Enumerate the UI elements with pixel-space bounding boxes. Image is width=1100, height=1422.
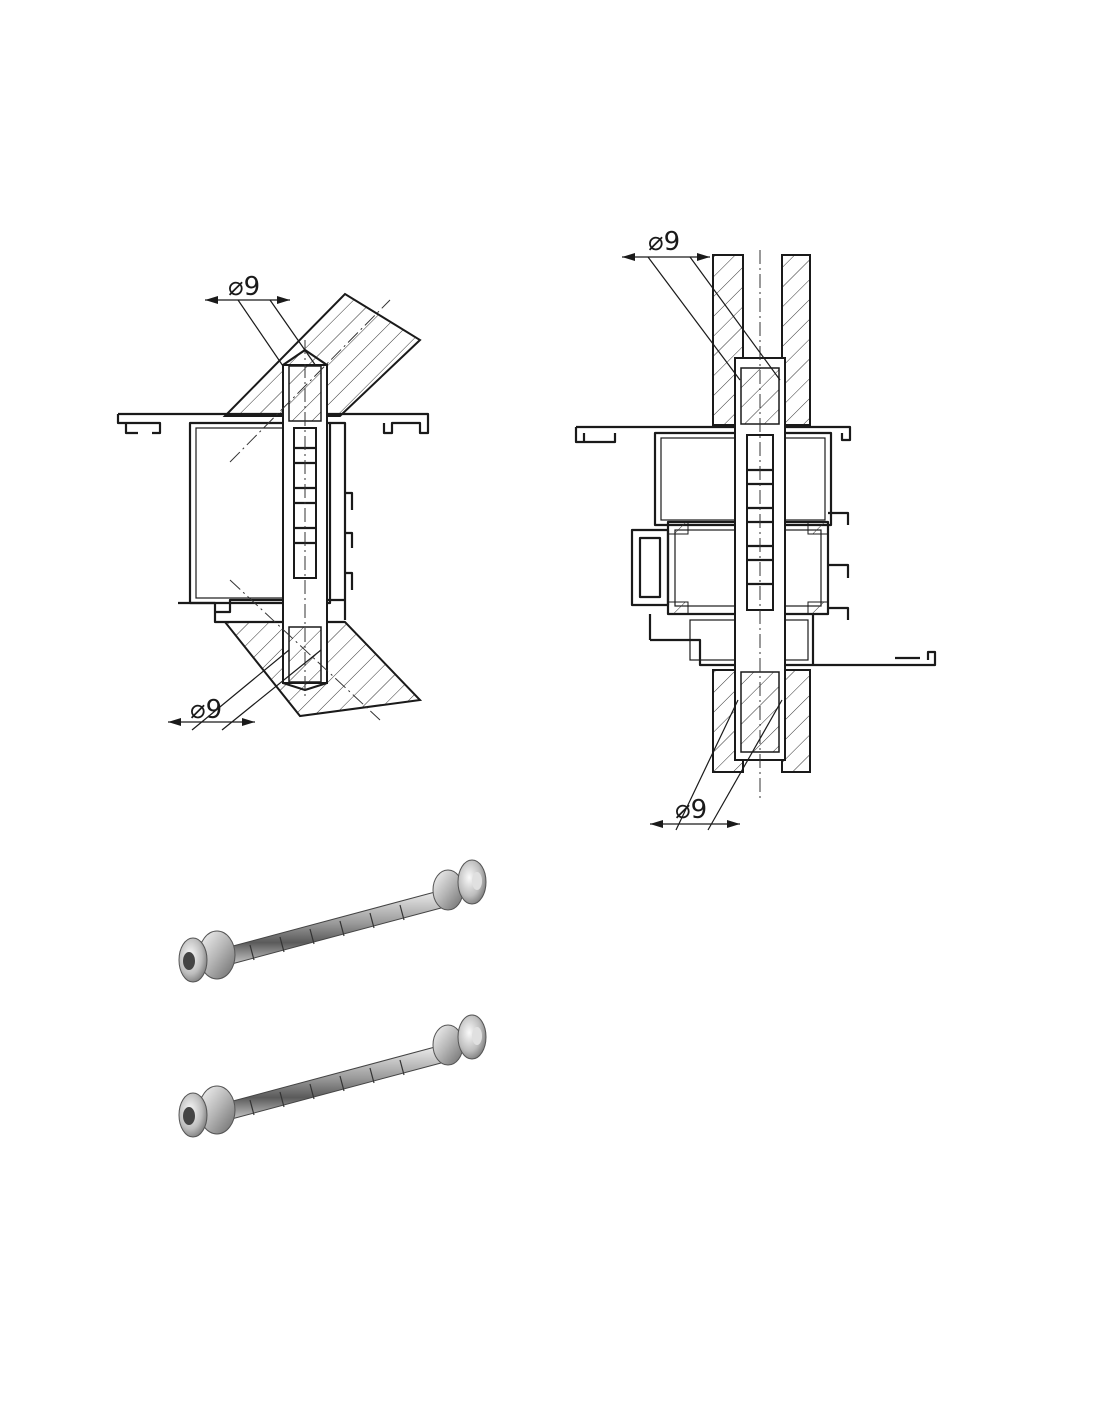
right-dimension-bottom: ⌀9: [650, 699, 783, 831]
right-dimension-bottom-label: ⌀9: [675, 795, 707, 825]
right-dimension-top: ⌀9: [622, 227, 781, 381]
left-dimension-top: ⌀9: [205, 272, 317, 367]
right-lower-member-right: [781, 669, 811, 773]
left-section-drawing: ⌀9 ⌀9: [116, 272, 430, 731]
right-lower-chamber: [648, 614, 937, 667]
left-dimension-bottom: ⌀9: [168, 649, 322, 731]
threaded-rod-with-nuts-2: [178, 1014, 487, 1138]
right-comb-fins: [828, 511, 850, 620]
threaded-rod-with-nuts-1: [178, 859, 487, 983]
left-chamber: [188, 421, 332, 605]
right-top-flange: [574, 425, 852, 444]
left-comb-fins: [330, 421, 354, 620]
right-middle-frame: [630, 520, 830, 616]
left-dimension-top-label: ⌀9: [228, 272, 260, 302]
top-flange-profile: [116, 412, 430, 435]
right-dimension-top-label: ⌀9: [648, 227, 680, 257]
left-dimension-bottom-label: ⌀9: [190, 695, 222, 725]
right-section-drawing: ⌀9 ⌀9: [574, 227, 937, 831]
right-upper-member-right: [781, 254, 811, 426]
